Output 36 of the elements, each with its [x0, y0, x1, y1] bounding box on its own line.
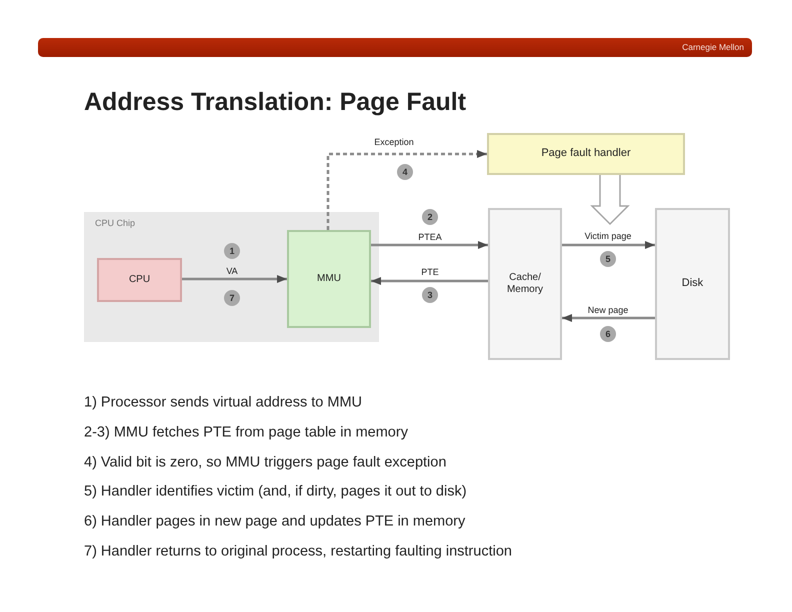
edge-label: PTE	[420, 268, 440, 278]
edge-label: PTEA	[417, 233, 443, 243]
callout-number: 4	[397, 164, 413, 180]
arrow	[371, 277, 488, 285]
box-label: MMU	[317, 273, 341, 285]
step-text: 4) Valid bit is zero, so MMU triggers page fault exception	[84, 454, 446, 472]
step-text: 5) Handler identifies victim (and, if dirty, pages it out to disk)	[84, 483, 467, 501]
handler-box	[487, 133, 685, 175]
edge-label: Exception	[373, 138, 415, 148]
step-text: 6) Handler pages in new page and updates PTE in memory	[84, 513, 466, 531]
arrow	[562, 314, 655, 322]
edge-label: VA	[225, 267, 239, 277]
memory-box	[488, 208, 562, 360]
step-text: 7) Handler returns to original process, restarting faulting instruction	[84, 543, 512, 561]
box-label: Cache/ Memory	[506, 272, 544, 296]
cpu-box	[97, 258, 182, 302]
region-label: CPU Chip	[95, 218, 136, 229]
callout-number: 2	[422, 209, 438, 225]
arrow	[182, 275, 287, 283]
mmu-box	[287, 230, 371, 328]
callout-number: 6	[600, 326, 616, 342]
slide-title: Address Translation: Page Fault	[84, 88, 466, 117]
box-label: CPU	[128, 274, 150, 286]
box-label: Page fault handler	[541, 147, 631, 161]
step-text: 1) Processor sends virtual address to MMU	[84, 394, 362, 412]
box-label: Disk	[682, 277, 704, 291]
chip-region	[84, 212, 379, 342]
arrow	[371, 241, 488, 249]
arrow	[562, 241, 655, 249]
edge-label: Victim page	[584, 232, 632, 242]
edge-label: New page	[586, 306, 630, 316]
header-text: Carnegie Mellon	[682, 42, 744, 52]
callout-number: 5	[600, 251, 616, 267]
step-text: 2-3) MMU fetches PTE from page table in memory	[84, 424, 408, 442]
dashed-arrow	[326, 150, 487, 230]
callout-number: 3	[422, 287, 438, 303]
